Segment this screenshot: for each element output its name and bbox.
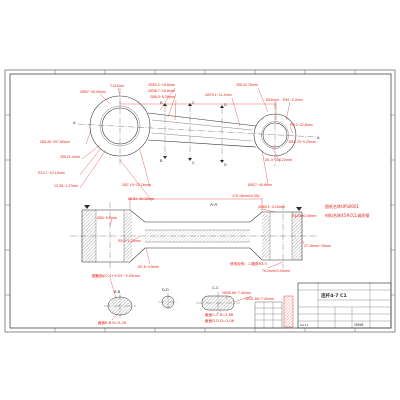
top-dim-6: 2Ø75.1~11.2mm — [205, 93, 232, 97]
small-section-leaders — [109, 277, 253, 321]
cut-mark-d-bottom: D — [224, 163, 227, 167]
top-dim-12: 2Ø121.4mm — [60, 155, 80, 159]
top-dim-3: 2Ø38.7~16.8mm — [148, 89, 175, 93]
top-dim-11: 2Ø145~297.65mm — [40, 140, 70, 144]
top-dim-14: 13.36~1.27mm — [54, 184, 78, 188]
right-boss-chamfer — [261, 121, 289, 149]
red-hatch-strip — [283, 295, 294, 328]
cut-mark-d-top: D — [224, 103, 227, 107]
section-dim-6: R5.4~1.23mm — [118, 239, 141, 243]
title-block-frame — [297, 282, 392, 329]
left-end-hatch — [82, 210, 96, 262]
drawing-frame — [4, 69, 396, 333]
section-leader-lines — [109, 198, 305, 269]
inner-border — [9, 73, 392, 329]
section-bb-title: B-B — [114, 290, 121, 294]
top-dim-5: 2Ø142.75mm — [236, 83, 258, 87]
zone-ticks — [5, 70, 395, 332]
top-dim-10: Ø15.75~9.25mm — [289, 140, 316, 144]
section-dim-5: Ø50~5.5mm — [97, 216, 117, 220]
small-dim-5: 截面D-D D=2.06 — [205, 318, 235, 323]
section-dim-3: 27.16mm~25mm — [304, 244, 331, 248]
title-block-grid — [298, 283, 391, 328]
section-dd-centerlines — [158, 293, 178, 311]
spec-notes: 图纸名称UPS0001 材料名称45#CCL调质钢 — [325, 203, 369, 218]
cut-mark-b-top: B — [160, 101, 163, 105]
top-dim-7: Ø16mm — [266, 98, 279, 102]
spec-note-1: 材料名称45#CCL调质钢 — [325, 212, 369, 218]
title-sheet: A4 1:1 — [300, 323, 309, 327]
small-dim-4: 截面C-C R=2.86 — [205, 312, 234, 317]
section-dim-1: 2Ø65.1~3.15mm — [258, 205, 285, 209]
section-cc-centerlines — [196, 292, 240, 314]
top-view-leader-lines — [79, 87, 294, 202]
top-view-annotations: 2Ø57~28.09mm T122mm 2Ø53.2~15.8mm 2Ø38.7… — [38, 83, 316, 202]
top-view: A A B B C C D D — [73, 88, 320, 167]
section-cc-title: C-C — [212, 286, 219, 290]
top-dim-9: R8.3~22.6mm — [290, 123, 313, 127]
small-sections: B-B D-D C-C 圆截面Ø7.4+9.55~3.05mm 2Ø35.56~… — [92, 273, 274, 325]
small-dim-0: 圆截面Ø7.4+9.55~3.05mm — [92, 273, 141, 278]
title-part-name: 连杆4-7 C1 — [321, 292, 347, 299]
section-dim-4: 76.2mm±1.05mm — [262, 269, 290, 273]
right-boss-outer — [253, 113, 297, 157]
section-dim-2: R12.5±0.05mm — [292, 214, 317, 218]
revision-table-grid — [255, 302, 282, 328]
top-dim-15: 2Ø7.19~22.16mm — [122, 183, 151, 187]
outer-border — [4, 69, 396, 333]
small-dim-2: 2Ø31.56~7.42mm — [245, 297, 274, 301]
small-dim-1: 2Ø35.56~7.42mm — [222, 291, 251, 295]
section-bb-centerlines — [104, 294, 136, 318]
section-aa-title: A-A — [210, 202, 217, 207]
section-bore-lines — [95, 210, 293, 262]
section-dim-7: Ø7.6~4.5mm — [138, 265, 159, 269]
left-wall-hatch — [124, 212, 132, 260]
section-outline — [81, 209, 303, 263]
top-dim-0: 2Ø57~28.09mm — [80, 90, 106, 94]
section-cut-lines — [164, 106, 223, 160]
cut-mark-a-right: A — [317, 136, 320, 140]
title-drawing-no: 25948 — [354, 323, 364, 327]
revision-table — [254, 301, 283, 329]
shank-rib — [151, 119, 253, 142]
right-end-hatch — [292, 212, 302, 260]
top-dim-1: T122mm — [110, 84, 124, 88]
spec-note-0: 图纸名称UPS0001 — [325, 203, 360, 209]
top-dim-2: 2Ø53.2~15.8mm — [148, 83, 175, 87]
top-dim-4: 2Ø8.0~5.28mm — [150, 95, 175, 99]
top-dim-18: Ø1.3~216.22mm — [265, 158, 292, 162]
section-note: 修改说明：1.圆角R3.5 — [230, 261, 267, 266]
section-dim-0: 170.18mm±0.05L — [232, 194, 260, 198]
cut-mark-b-bottom: B — [160, 159, 163, 163]
cut-mark-c-bottom: C — [192, 161, 195, 165]
top-dim-8: R61~2.2mm — [283, 98, 303, 102]
section-dd-title: D-D — [162, 288, 169, 292]
small-dim-3: 截面B-B R=5.28 — [98, 320, 127, 325]
title-block: 连杆4-7 C1 A4 1:1 25948 — [254, 282, 392, 329]
web-hatch — [145, 230, 250, 242]
top-dim-13: R13.7~10.14mm — [38, 171, 65, 175]
top-dim-17: Ø517~45.8mm — [248, 183, 272, 187]
cut-mark-a-left: A — [73, 121, 76, 125]
cut-mark-c-top: C — [192, 101, 195, 105]
right-boss-bore — [262, 122, 288, 148]
shank-outline — [147, 112, 257, 148]
left-boss-bore — [101, 107, 139, 145]
right-wall-hatch — [262, 214, 270, 258]
section-aa: A-A 170.18mm±0.05L 2Ø65.1~3.15mm R12.5±0… — [70, 194, 331, 273]
